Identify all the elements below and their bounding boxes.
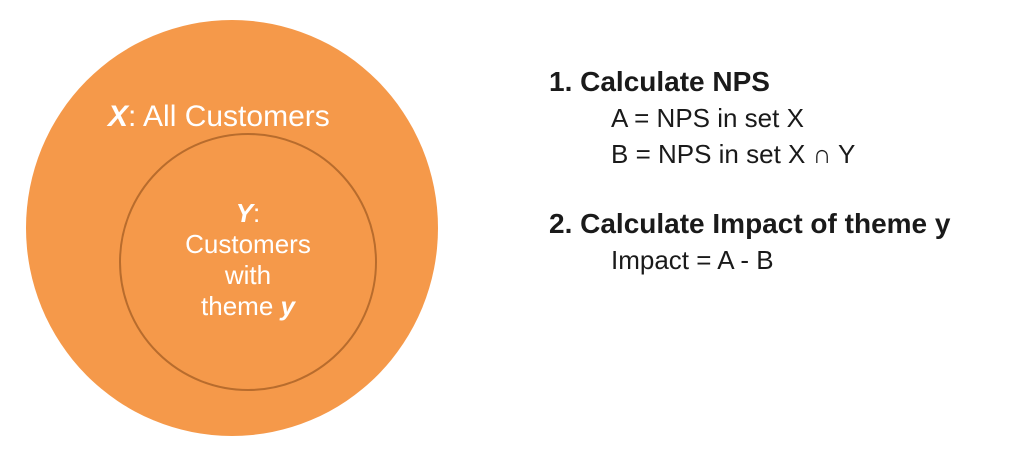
step-1-heading: 1. Calculate NPS [549,66,770,97]
set-y-line1: Customers [185,229,311,259]
set-y-line3: theme y [148,291,348,322]
step-2-heading: 2. Calculate Impact of theme y [549,208,951,239]
step-1-formula-a: A = NPS in set X [611,103,804,133]
set-y-colon: : [253,198,261,228]
set-x-symbol: X [108,100,129,133]
step-1: 1. Calculate NPS A = NPS in set X B = NP… [549,64,950,172]
venn-diagram: X: All Customers Y: Customers with theme… [0,0,500,454]
set-y-line2: with [224,260,272,290]
customers-with-theme-label: Y: Customers with theme y [148,198,348,322]
steps-panel: 1. Calculate NPS A = NPS in set X B = NP… [549,64,950,278]
step-2-formula-impact: Impact = A - B [611,245,774,275]
set-x-text: : All Customers [128,100,330,133]
all-customers-label: X: All Customers [108,97,330,137]
set-y-symbol-line: Y: [148,198,348,229]
customers-with-theme-circle [119,133,377,391]
step-2: 2. Calculate Impact of theme y Impact = … [549,206,950,278]
set-y-line3-text: theme [201,291,281,321]
step-1-formula-b: B = NPS in set X ∩ Y [611,139,856,169]
set-y-symbol: Y [235,198,254,228]
theme-y-symbol: y [280,291,295,321]
